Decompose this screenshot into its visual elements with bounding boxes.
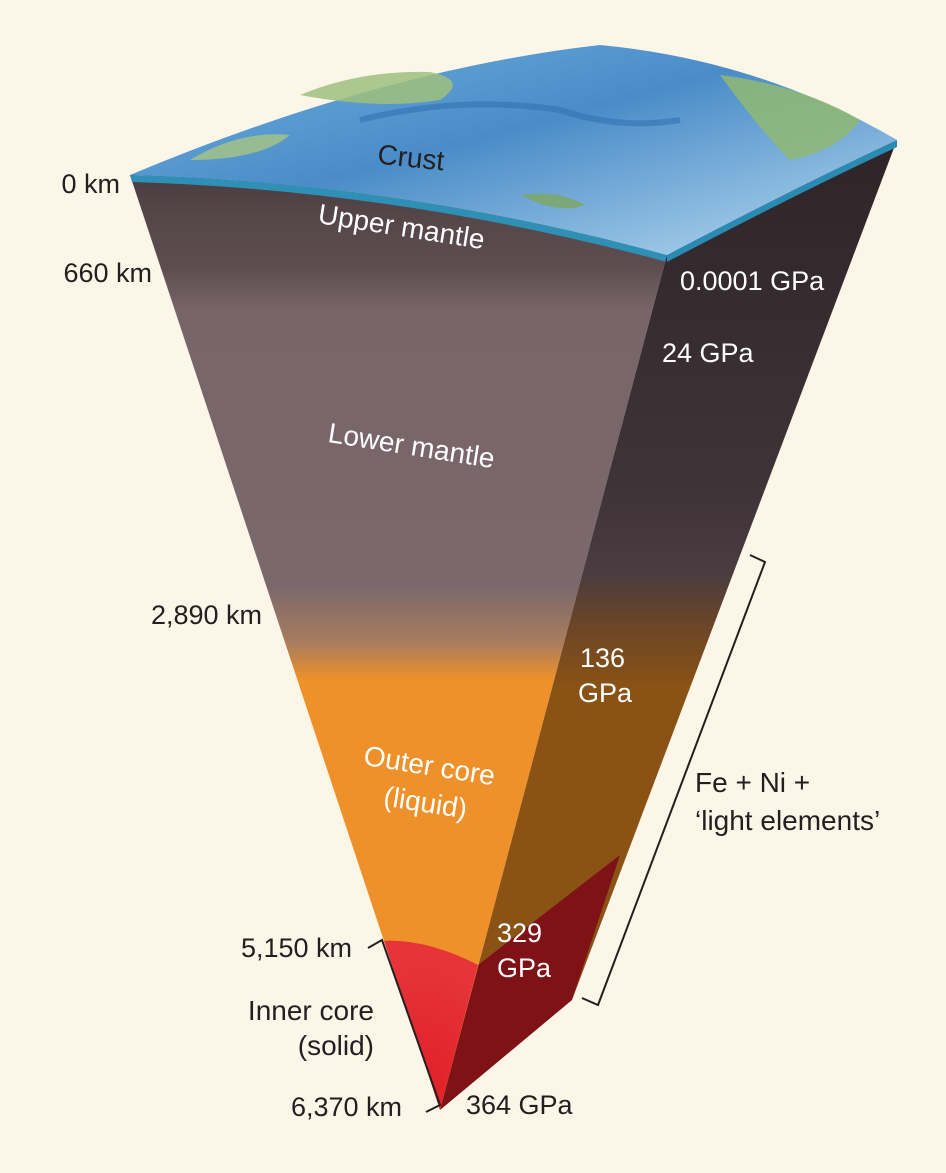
surface-map bbox=[130, 45, 897, 255]
mantle-core-front bbox=[130, 175, 667, 1110]
ocean-surface bbox=[130, 45, 897, 255]
depth-label-660: 660 km bbox=[63, 258, 152, 288]
pressure-label-surface: 0.0001 GPa bbox=[680, 266, 825, 296]
landmass-west bbox=[190, 134, 290, 160]
landmass-east bbox=[720, 75, 860, 160]
composition-label-line1: Fe + Ni + bbox=[695, 767, 810, 798]
pressure-label-136: 136 bbox=[580, 643, 625, 673]
ocean-trench bbox=[359, 101, 681, 127]
depth-label-surface: 0 km bbox=[61, 169, 120, 199]
pressure-label-329-unit: GPa bbox=[497, 953, 552, 983]
pressure-label-24: 24 GPa bbox=[662, 338, 755, 368]
pressure-label-136-unit: GPa bbox=[578, 678, 633, 708]
layer-label-crust: Crust bbox=[376, 139, 446, 177]
depth-label-6370: 6,370 km bbox=[291, 1092, 402, 1122]
crust-rim-side bbox=[667, 140, 897, 262]
pressure-label-329: 329 bbox=[497, 918, 542, 948]
layer-label-inner-core-state: (solid) bbox=[298, 1030, 374, 1061]
depth-label-2890: 2,890 km bbox=[151, 600, 262, 630]
composition-label-line2: ‘light elements’ bbox=[695, 805, 880, 836]
crust-rim-front bbox=[130, 175, 667, 262]
inner-core-side bbox=[440, 855, 620, 1110]
landmass-isles bbox=[520, 193, 585, 209]
pressure-label-center: 364 GPa bbox=[466, 1090, 574, 1120]
landmass-north bbox=[300, 71, 453, 104]
layer-label-inner-core: Inner core bbox=[248, 995, 374, 1026]
inner-core-bracket bbox=[367, 938, 442, 1113]
composition-bracket bbox=[581, 554, 767, 1007]
side-cut-face bbox=[440, 140, 897, 1110]
depth-label-5150: 5,150 km bbox=[241, 933, 352, 963]
mantle-core-side bbox=[440, 140, 897, 1110]
